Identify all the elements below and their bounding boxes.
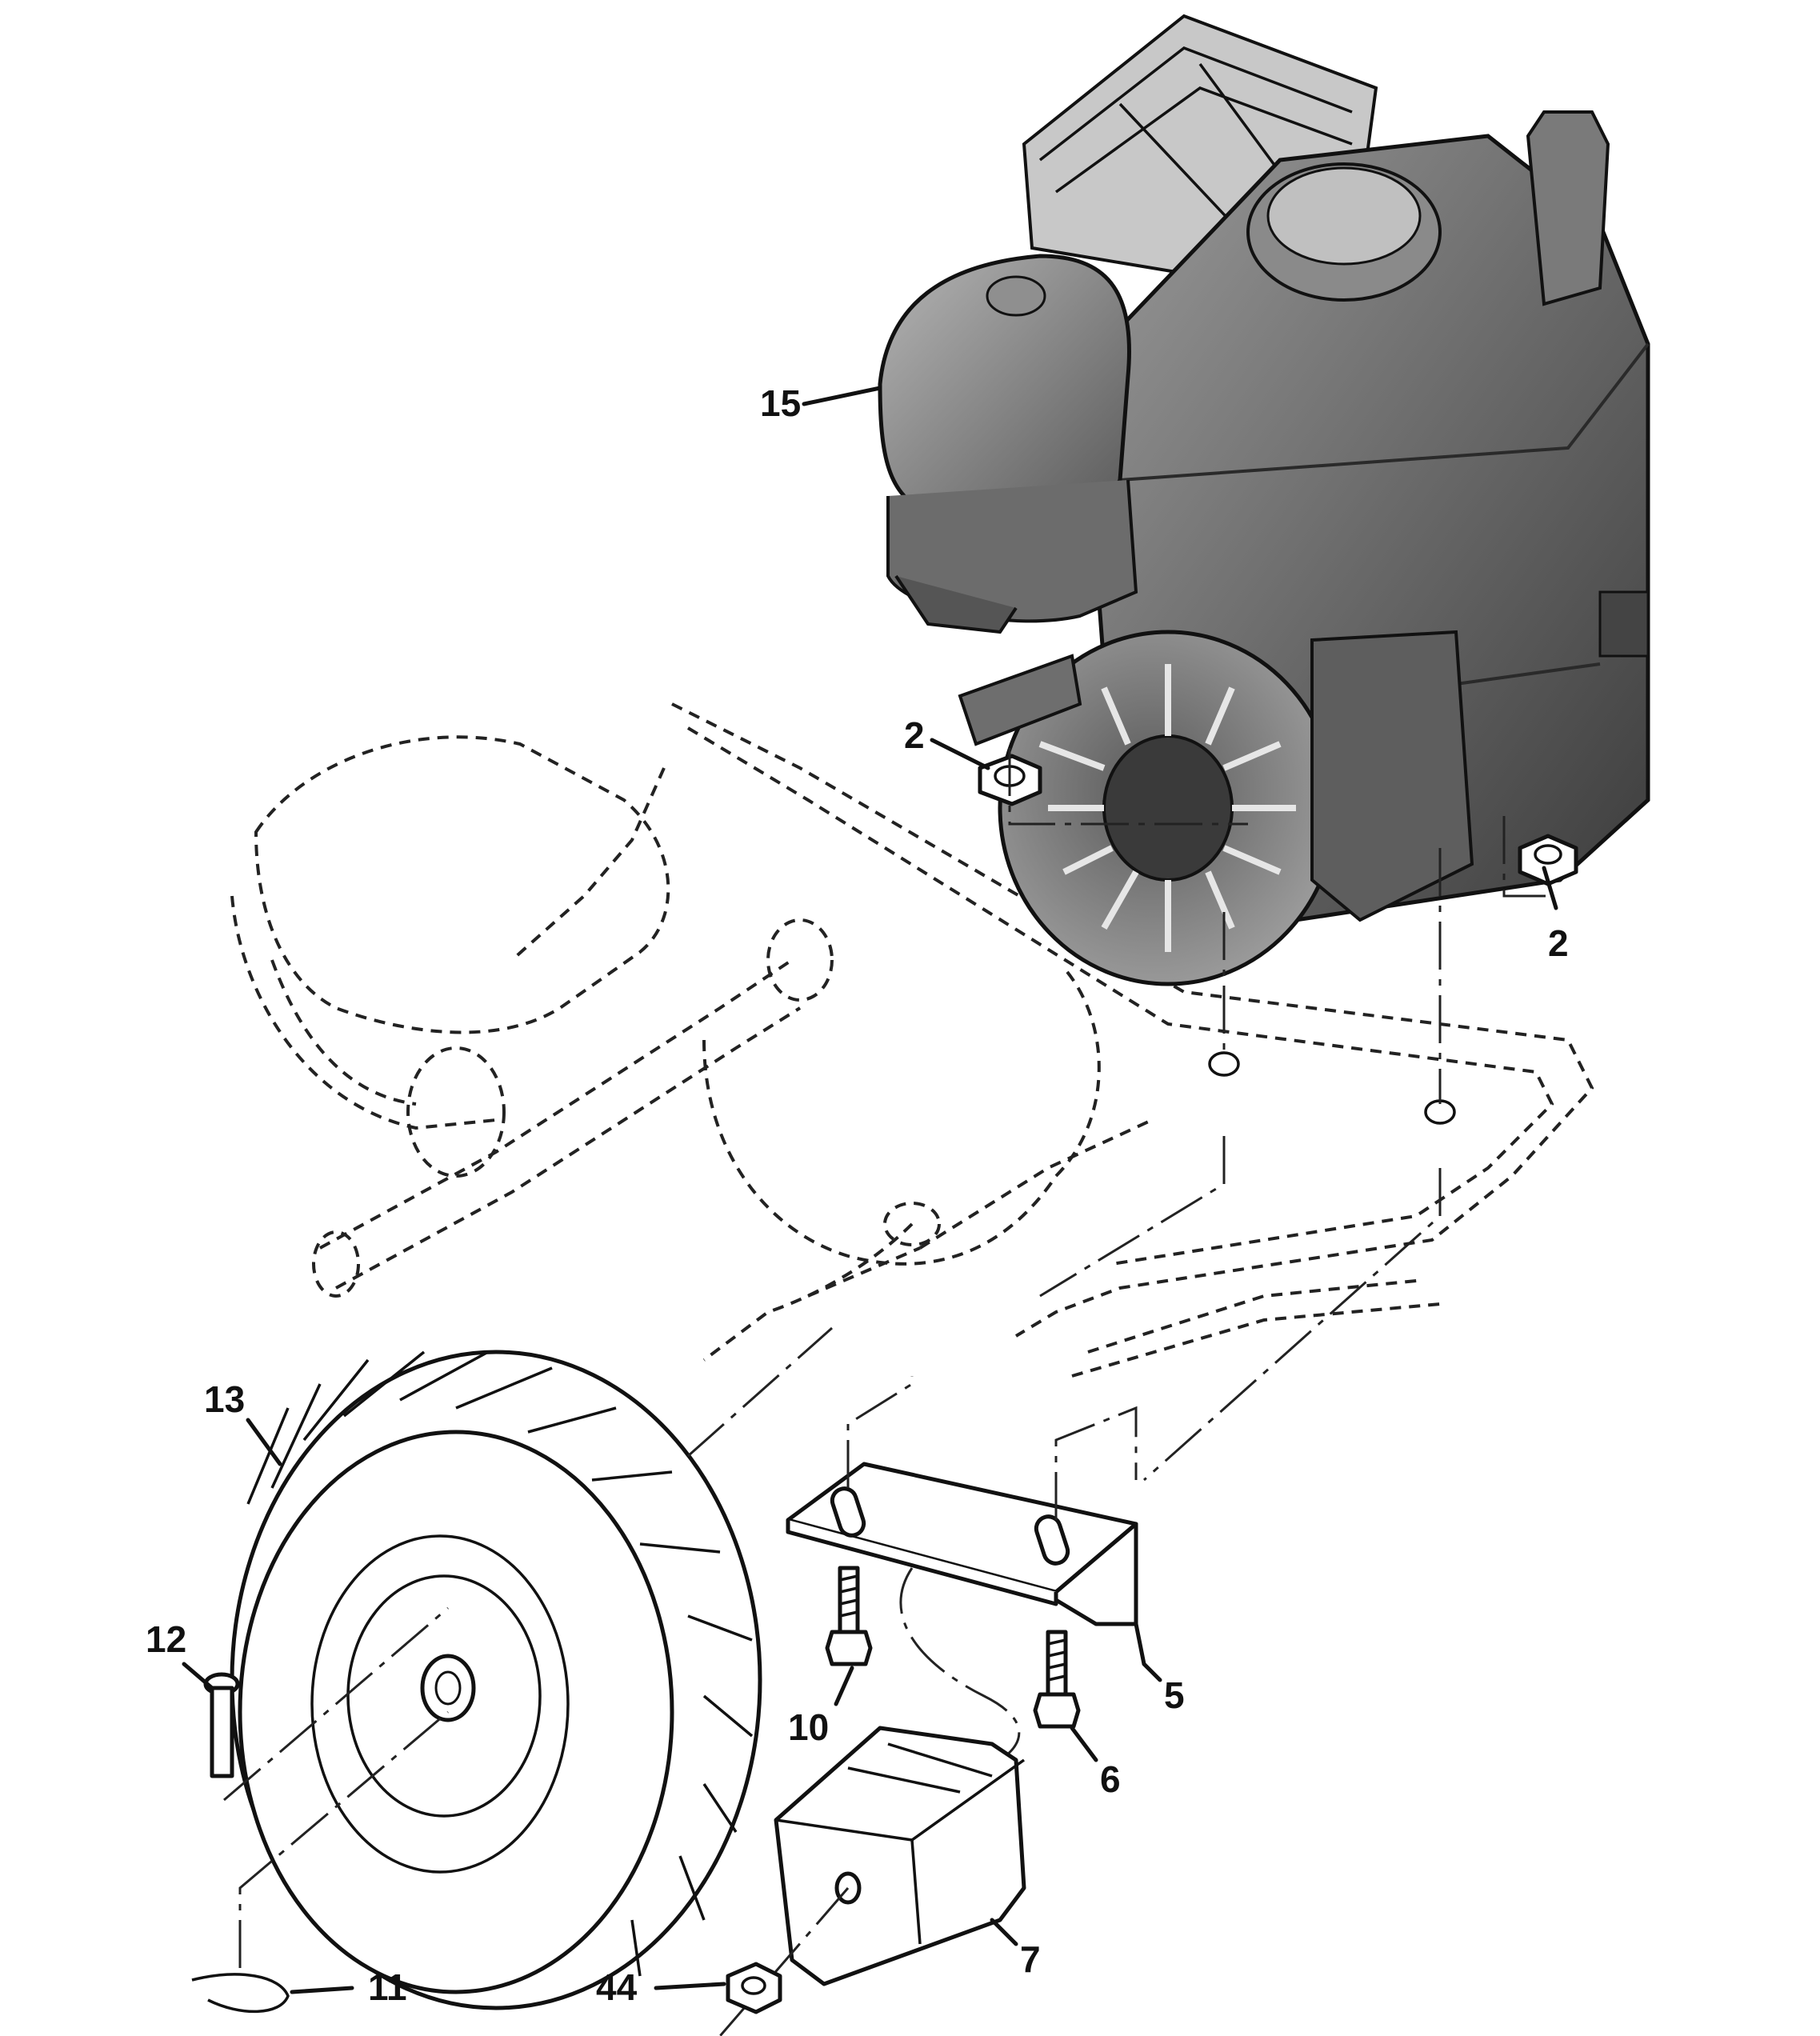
bolt-left (825, 1566, 873, 1666)
callout-labels: 15 2 2 13 12 11 5 10 6 7 44 (146, 382, 1569, 2008)
callout-leaders (182, 386, 1558, 1994)
flange-nut-right (1502, 816, 1578, 898)
bolt-right (1033, 1630, 1081, 1729)
mount-line-left (1039, 912, 1226, 1298)
callout-5: 5 (1164, 1674, 1185, 1716)
callout-2-right: 2 (1548, 922, 1569, 964)
callout-7: 7 (1020, 1938, 1041, 1980)
engine-assembly (878, 14, 1650, 986)
mounting-bracket (786, 1376, 1138, 1762)
hairpin-clip (191, 1710, 449, 2014)
clevis-pin (203, 1606, 449, 1802)
callout-15: 15 (760, 382, 801, 424)
tire-wheel (230, 1326, 833, 2010)
callout-13: 13 (204, 1378, 245, 1420)
callout-6: 6 (1100, 1758, 1121, 1800)
tiller-frame-phantom (230, 702, 1594, 1378)
callout-11: 11 (368, 1966, 407, 2008)
callout-12: 12 (146, 1618, 186, 1660)
callout-2-left: 2 (904, 714, 925, 756)
weight-nut (726, 1962, 782, 2014)
flange-nut-left (978, 748, 1248, 826)
mount-line-right (1143, 848, 1442, 1482)
callout-10: 10 (788, 1706, 829, 1748)
callout-44: 44 (596, 1966, 638, 2008)
wheel-weight (718, 1726, 1026, 2036)
